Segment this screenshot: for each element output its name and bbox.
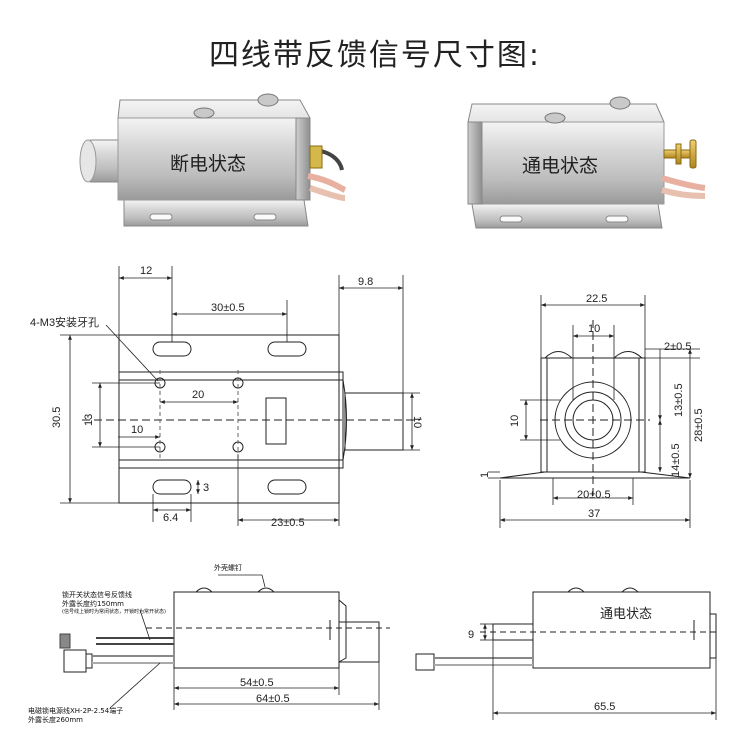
end-view-drawing [488, 295, 700, 528]
dim-65-5: 65.5 [594, 701, 615, 713]
slot-bottom-left [152, 479, 192, 495]
dim-10-right: 10 [411, 416, 423, 428]
photo-lock-powered: 通电状态 [467, 96, 706, 229]
side-right-state-label: 通电状态 [600, 607, 652, 622]
end-view-labels: 22.5 10 2±0.5 13±0.5 28±0.5 14±0.5 10 1 … [479, 293, 705, 520]
photo-right-label: 通电状态 [522, 155, 598, 177]
hole-note: 4-M3安装牙孔 [30, 315, 99, 329]
dim-13: 13 [83, 414, 95, 426]
power-note: 电磁锁电源线XH-2P-2.54端子 [28, 706, 123, 715]
dim-13-end: 13±0.5 [673, 383, 685, 417]
dim-12: 12 [140, 265, 152, 277]
dim-9: 9 [468, 629, 474, 641]
top-view-drawing [60, 266, 420, 526]
side-view-right-labels: 通电状态 9 65.5 [468, 607, 652, 713]
side-view-left-drawing [59, 574, 390, 710]
end-dim-10: 10 [588, 323, 600, 335]
dim-3: 3 [203, 482, 209, 494]
top-view-plunger [344, 392, 404, 451]
dim-30: 30±0.5 [211, 302, 245, 314]
side-right-body [532, 591, 711, 669]
feedback-length: 外露长度约150mm [62, 599, 124, 608]
dim-2: 2±0.5 [664, 341, 691, 353]
dim-22-5: 22.5 [586, 293, 607, 305]
slot-top-right [267, 341, 307, 357]
feedback-note: 锁开关状态信号反馈线 [62, 590, 132, 599]
power-length: 外露长度260mm [28, 715, 83, 724]
dim-10: 10 [131, 424, 143, 436]
dim-30-5: 30.5 [51, 407, 63, 428]
screw-note: 外壳螺钉 [214, 563, 242, 572]
side-left-plunger [338, 621, 380, 663]
side-view-left-labels: 外壳螺钉 锁开关状态信号反馈线 外露长度约150mm (信号线上锁时为常闭状态，… [28, 563, 290, 724]
page-title: 四线带反馈信号尺寸图: [208, 38, 542, 73]
dim-28: 28±0.5 [693, 408, 705, 442]
side-view-right-drawing [415, 587, 720, 720]
dim-64: 64±0.5 [256, 693, 290, 705]
dim-20-end: 20±0.5 [577, 489, 611, 501]
dim-6-4: 6.4 [163, 512, 178, 524]
slot-bottom-right [267, 479, 307, 495]
dim-14: 14±0.5 [670, 443, 682, 477]
dim-1: 1 [479, 472, 491, 478]
top-view-plate [118, 334, 340, 504]
feedback-sub: (信号线上锁时为常闭状态，开锁时为常开状态) [62, 608, 166, 615]
photo-left-label: 断电状态 [170, 153, 246, 175]
side-left-body [173, 591, 340, 669]
dim-20: 20 [192, 389, 204, 401]
dim-54: 54±0.5 [240, 677, 274, 689]
dim-23: 23±0.5 [271, 517, 305, 529]
top-view-labels: 12 30±0.5 9.8 4-M3安装牙孔 20 10 30.5 13 10 … [30, 265, 423, 529]
slot-top-left [152, 341, 192, 357]
dim-37: 37 [588, 508, 600, 520]
end-dim-10-left: 10 [509, 415, 521, 427]
photo-lock-unpowered: 断电状态 [79, 93, 347, 227]
dim-9-8: 9.8 [358, 276, 373, 288]
